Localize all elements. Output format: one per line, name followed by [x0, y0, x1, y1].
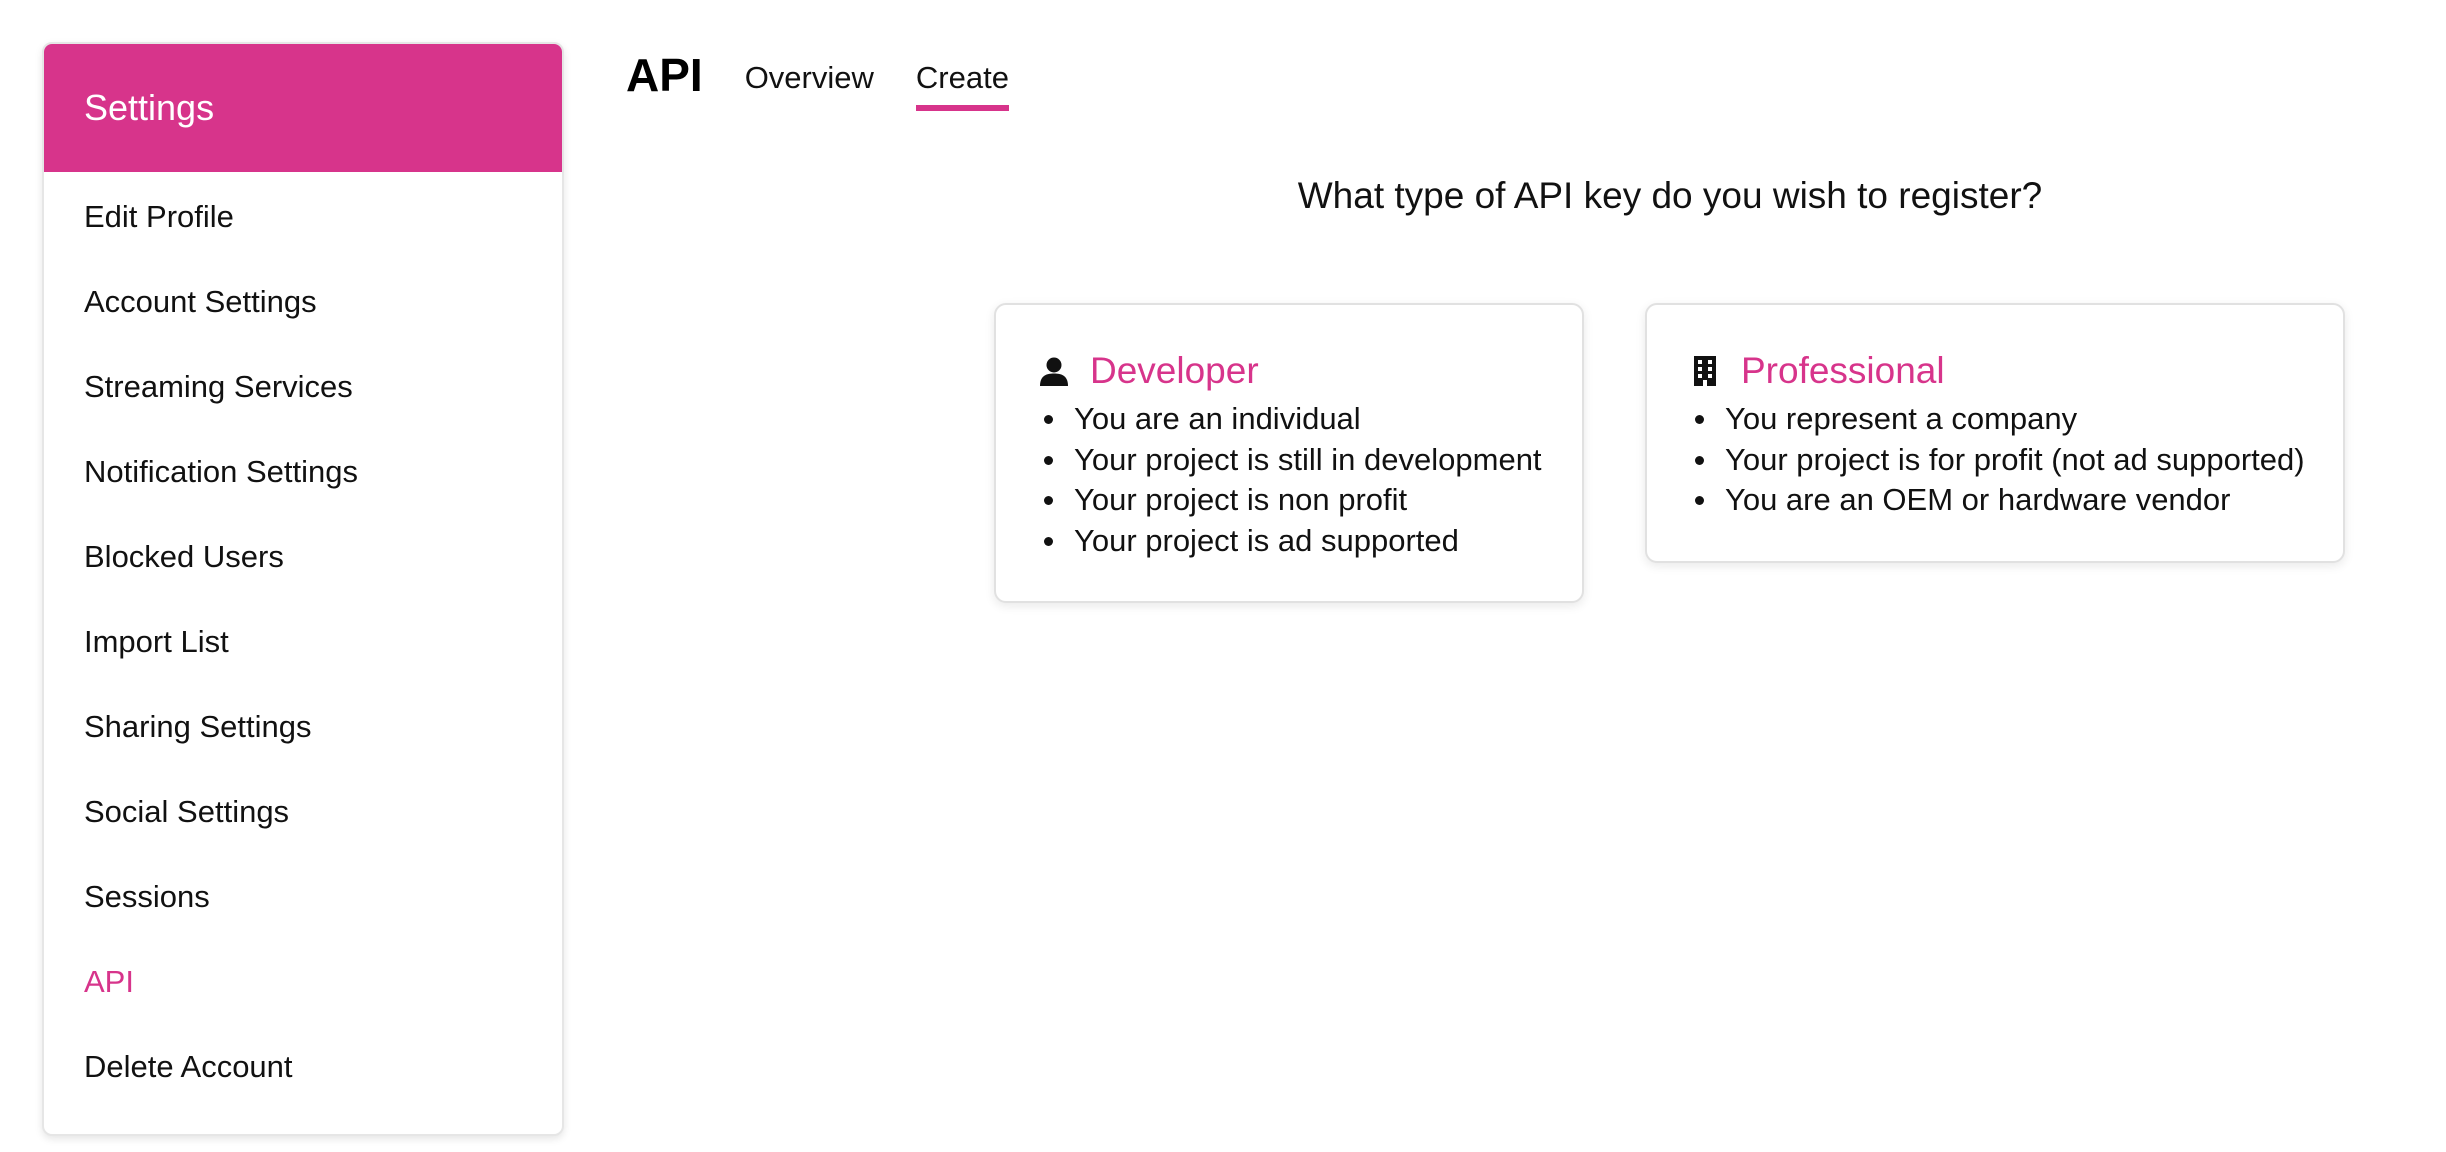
developer-option-card[interactable]: Developer You are an individual Your pro…: [994, 303, 1584, 603]
list-item: Your project is for profit (not ad suppo…: [1689, 440, 2305, 481]
sidebar-header: Settings: [44, 44, 562, 172]
page-header: API Overview Create: [626, 40, 1009, 120]
list-item: You are an individual: [1038, 399, 1542, 440]
question-text: What type of API key do you wish to regi…: [1297, 175, 2043, 216]
sidebar-menu: Edit Profile Account Settings Streaming …: [44, 172, 562, 1109]
sidebar-item-sharing-settings[interactable]: Sharing Settings: [84, 708, 312, 744]
sidebar-item-api[interactable]: API: [84, 963, 134, 999]
sidebar-item-edit-profile[interactable]: Edit Profile: [84, 198, 234, 234]
list-item: Your project is still in development: [1038, 440, 1542, 481]
card-bullet-list: You are an individual Your project is st…: [1038, 399, 1542, 561]
card-title: Professional: [1741, 350, 1945, 391]
user-icon: [1038, 355, 1070, 387]
card-title: Developer: [1090, 350, 1259, 391]
list-item: You are an OEM or hardware vendor: [1689, 480, 2303, 521]
card-header: Developer: [1038, 349, 1542, 393]
page-title: API: [626, 49, 703, 101]
sidebar-item-account-settings[interactable]: Account Settings: [84, 283, 317, 319]
list-item: Your project is ad supported: [1038, 521, 1542, 562]
sidebar-item-social-settings[interactable]: Social Settings: [84, 793, 290, 829]
sidebar-item-notification-settings[interactable]: Notification Settings: [84, 453, 358, 489]
list-item: You represent a company: [1689, 399, 2303, 440]
tab-overview[interactable]: Overview: [744, 60, 874, 95]
sidebar-item-import-list[interactable]: Import List: [84, 623, 229, 659]
sidebar-title: Settings: [84, 87, 215, 128]
sidebar-item-blocked-users[interactable]: Blocked Users: [84, 538, 284, 574]
api-key-type-question: What type of API key do you wish to regi…: [626, 175, 2446, 217]
tab-create[interactable]: Create: [915, 62, 1009, 111]
sidebar-item-delete-account[interactable]: Delete Account: [84, 1048, 293, 1084]
sidebar-item-streaming-services[interactable]: Streaming Services: [84, 368, 353, 404]
settings-sidebar: Settings Edit Profile Account Settings S…: [42, 42, 564, 1136]
building-icon: [1689, 355, 1721, 387]
card-bullet-list: You represent a company Your project is …: [1689, 399, 2305, 521]
sidebar-item-sessions[interactable]: Sessions: [84, 878, 210, 914]
professional-option-card[interactable]: Professional You represent a company You…: [1645, 303, 2345, 563]
list-item: Your project is non profit: [1038, 480, 1542, 521]
card-header: Professional: [1689, 349, 2303, 393]
